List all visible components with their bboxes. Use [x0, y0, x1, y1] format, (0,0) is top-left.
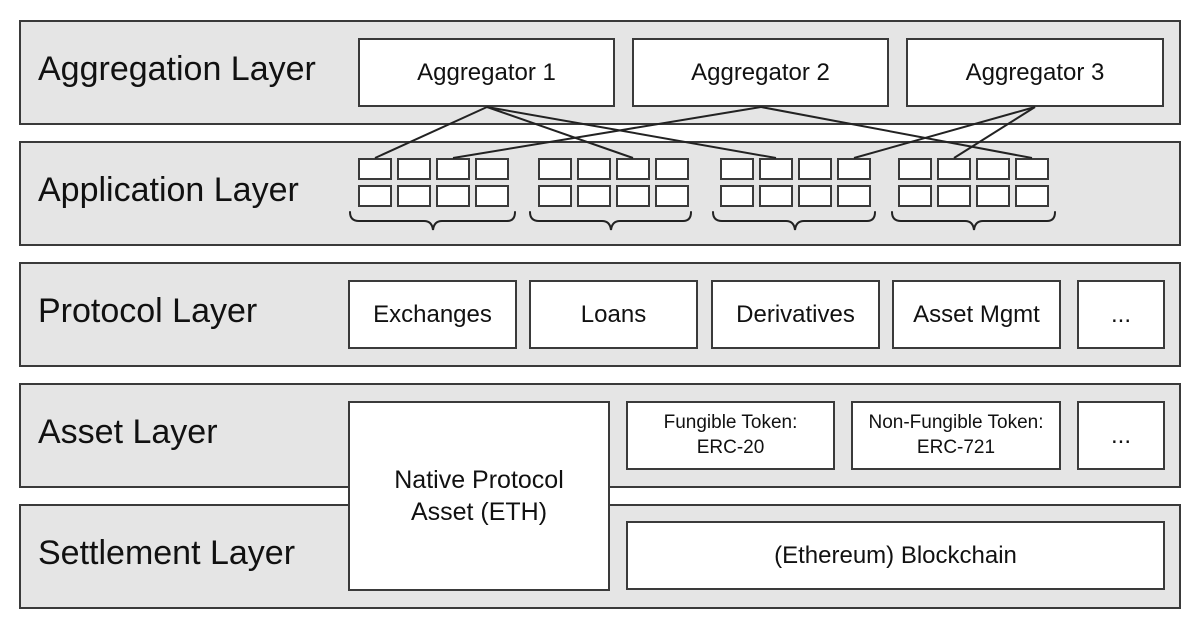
protocol-asset-mgmt-box: Asset Mgmt [892, 280, 1061, 349]
app-box [655, 158, 689, 180]
protocol-layer-title: Protocol Layer [38, 292, 258, 330]
app-box [837, 185, 871, 207]
app-box [358, 158, 392, 180]
native-asset-line-1: Native Protocol [394, 465, 564, 494]
app-box [898, 185, 932, 207]
protocol-more-box: ... [1077, 280, 1165, 349]
blockchain-box: (Ethereum) Blockchain [626, 521, 1165, 590]
app-box [837, 158, 871, 180]
aggregator-1-box: Aggregator 1 [358, 38, 615, 107]
app-box [759, 158, 793, 180]
app-box [436, 158, 470, 180]
app-box [720, 185, 754, 207]
fungible-token-line-1: Fungible Token: [663, 411, 798, 433]
aggregation-layer-title: Aggregation Layer [38, 50, 316, 88]
app-box [1015, 185, 1049, 207]
app-box [937, 185, 971, 207]
app-box [898, 158, 932, 180]
app-box [358, 185, 392, 207]
aggregator-3-box: Aggregator 3 [906, 38, 1164, 107]
app-box [616, 185, 650, 207]
app-box [759, 185, 793, 207]
asset-more-box: ... [1077, 401, 1165, 470]
settlement-layer-title: Settlement Layer [38, 534, 296, 572]
app-box [976, 185, 1010, 207]
app-box [475, 185, 509, 207]
app-box [577, 185, 611, 207]
app-box [616, 158, 650, 180]
native-protocol-asset-box: Native Protocol Asset (ETH) [348, 401, 610, 591]
fungible-token-box: Fungible Token: ERC-20 [626, 401, 835, 470]
app-box [798, 158, 832, 180]
protocol-derivatives-box: Derivatives [711, 280, 880, 349]
app-box [655, 185, 689, 207]
app-box [436, 185, 470, 207]
non-fungible-token-box: Non-Fungible Token: ERC-721 [851, 401, 1061, 470]
app-box [937, 158, 971, 180]
protocol-loans-box: Loans [529, 280, 698, 349]
non-fungible-token-line-2: ERC-721 [916, 436, 996, 458]
native-asset-line-2: Asset (ETH) [410, 498, 548, 526]
app-box [1015, 158, 1049, 180]
app-box [720, 158, 754, 180]
asset-layer-title: Asset Layer [38, 413, 218, 451]
app-box [538, 158, 572, 180]
app-box [577, 158, 611, 180]
application-layer-title: Application Layer [38, 171, 299, 209]
app-box [397, 158, 431, 180]
fungible-token-line-2: ERC-20 [696, 436, 765, 458]
app-box [976, 158, 1010, 180]
non-fungible-token-line-1: Non-Fungible Token: [868, 411, 1044, 433]
app-box [798, 185, 832, 207]
app-box [397, 185, 431, 207]
app-box [538, 185, 572, 207]
app-box [475, 158, 509, 180]
aggregator-2-box: Aggregator 2 [632, 38, 889, 107]
protocol-exchanges-box: Exchanges [348, 280, 517, 349]
